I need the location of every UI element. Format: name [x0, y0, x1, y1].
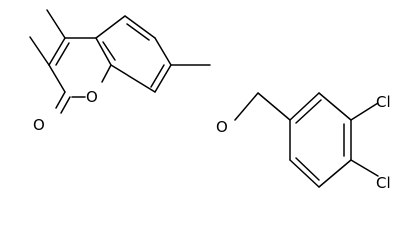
bond-c8-c8a [110, 64, 156, 93]
bond-c2-carbonyl-a [55, 91, 66, 109]
dichlorophenyl-ring [289, 92, 352, 188]
bond-c4a-c8a-inner [102, 41, 116, 61]
bond-ar1-ar2-double [295, 99, 322, 124]
bond-c7-c8 [154, 64, 172, 93]
bond-ar1-ar2 [289, 92, 320, 121]
benzo-ring [95, 15, 172, 93]
bond-c3-methyl [29, 36, 50, 66]
bond-c3-c4-double [55, 42, 70, 66]
atom-label-chlorine-4: Cl [376, 174, 391, 191]
bond-c2-c3 [48, 64, 66, 93]
pyranone-ring [48, 37, 112, 114]
atom-label-carbonyl-oxygen: O [33, 116, 45, 134]
bond-c5-c6 [124, 15, 156, 39]
bond-ar3-cl [350, 102, 379, 121]
bond-ar4-cl [350, 159, 379, 177]
methyl-groups [29, 9, 66, 66]
bond-ar5-ar6 [289, 159, 320, 188]
bond-ar5-ar6-double [295, 157, 320, 181]
bond-c3-c4 [48, 37, 66, 66]
bond-c4a-c8a [95, 37, 112, 66]
chlorine-bonds [350, 102, 379, 177]
bond-c8a-o1 [101, 64, 112, 83]
bond-ether-o-ch2 [234, 92, 259, 121]
bond-c4-methyl [46, 9, 66, 39]
bond-c7-c8-double [150, 64, 165, 88]
bond-ar2-ar3 [318, 92, 352, 121]
atom-label-ether-oxygen: O [216, 118, 228, 136]
bond-c4a-c5 [95, 15, 126, 39]
chemical-structure-diagram: O O O Cl Cl [29, 9, 391, 191]
bond-c2-carbonyl-b [60, 96, 71, 114]
ether-linker [170, 64, 291, 121]
bond-ar4-ar5 [318, 159, 352, 188]
bond-c6-c7 [154, 37, 172, 66]
bond-c5-c6-double [126, 23, 150, 41]
atom-label-ring-oxygen: O [86, 88, 98, 106]
bond-ch2-aryl [257, 92, 291, 121]
atom-label-chlorine-3: Cl [376, 93, 391, 111]
